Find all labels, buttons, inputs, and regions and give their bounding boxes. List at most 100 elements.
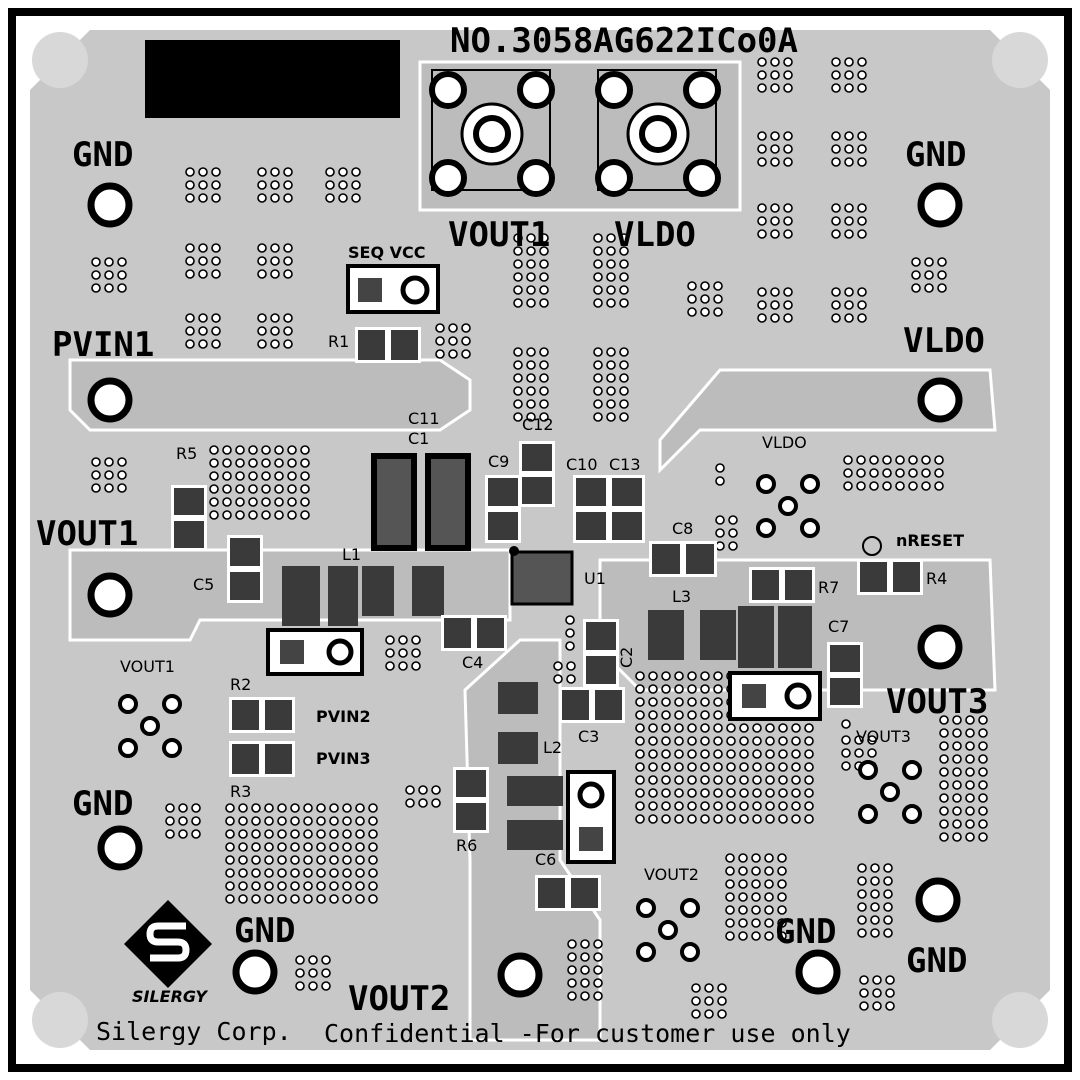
via	[869, 481, 879, 491]
pad-vout1[interactable]	[87, 572, 133, 618]
capacitor-c9[interactable]	[485, 475, 521, 543]
via	[791, 762, 801, 772]
via	[513, 259, 523, 269]
via	[238, 816, 248, 826]
sma-connector-vldo[interactable]	[595, 69, 721, 197]
via	[700, 749, 710, 759]
tp-label-vout2: VOUT2	[644, 865, 699, 884]
via	[165, 803, 175, 813]
capacitor-c4[interactable]	[441, 615, 507, 651]
via	[952, 754, 962, 764]
via	[728, 528, 738, 538]
tp-vout3[interactable]	[858, 760, 922, 824]
via	[841, 761, 851, 771]
via	[713, 788, 723, 798]
resistor-r1[interactable]	[355, 327, 421, 363]
via	[274, 445, 284, 455]
via	[939, 741, 949, 751]
refdes-c13: C13	[609, 455, 641, 474]
resistor-r4[interactable]	[857, 559, 923, 595]
via	[952, 715, 962, 725]
via	[924, 257, 934, 267]
resistor-r6[interactable]	[453, 767, 489, 833]
via	[290, 868, 300, 878]
via	[257, 313, 267, 323]
via	[257, 243, 267, 253]
via	[783, 229, 793, 239]
refdes-r5: R5	[176, 444, 197, 463]
via	[674, 762, 684, 772]
via	[303, 868, 313, 878]
pad-gnd-top-right[interactable]	[917, 182, 963, 228]
resistor-r7[interactable]	[749, 567, 815, 603]
jumper-vout1[interactable]	[266, 628, 364, 676]
via	[831, 287, 841, 297]
via	[513, 386, 523, 396]
capacitor-c10[interactable]	[573, 475, 609, 543]
via	[751, 866, 761, 876]
via	[257, 269, 267, 279]
label-gnd-top-left: GND	[72, 135, 133, 175]
capacitor-c8[interactable]	[649, 541, 717, 577]
capacitor-c3[interactable]	[559, 687, 625, 723]
capacitor-c7[interactable]	[827, 642, 863, 708]
tp-vout2[interactable]	[636, 898, 700, 962]
nreset-testpad[interactable]	[862, 536, 882, 556]
pad-gnd-bottom-right[interactable]	[915, 877, 961, 923]
resistor-r3[interactable]	[229, 741, 295, 777]
via	[351, 193, 361, 203]
pad-gnd-bottom-left[interactable]	[232, 949, 278, 995]
label-pvin2: PVIN2	[316, 707, 371, 726]
via	[648, 697, 658, 707]
pad-gnd-top-left[interactable]	[87, 182, 133, 228]
via	[185, 313, 195, 323]
via	[757, 144, 767, 154]
via	[435, 323, 445, 333]
via	[738, 879, 748, 889]
via	[222, 497, 232, 507]
via	[937, 283, 947, 293]
via	[342, 855, 352, 865]
pad-vldo[interactable]	[917, 377, 963, 423]
capacitor-c12[interactable]	[519, 441, 555, 507]
capacitor-c13[interactable]	[609, 475, 645, 543]
ic-u1[interactable]	[509, 546, 574, 606]
inductor-l2-pad	[507, 820, 563, 850]
via	[844, 287, 854, 297]
via	[117, 257, 127, 267]
via	[178, 829, 188, 839]
via	[751, 853, 761, 863]
resistor-r5[interactable]	[171, 485, 207, 551]
sma-connector-vout1[interactable]	[429, 69, 555, 197]
via	[952, 741, 962, 751]
via	[661, 684, 671, 694]
pad-gnd-bottom-mid[interactable]	[795, 949, 841, 995]
resistor-r2[interactable]	[229, 697, 295, 733]
via	[257, 256, 267, 266]
via	[726, 775, 736, 785]
via	[117, 457, 127, 467]
tp-vout1[interactable]	[118, 694, 182, 758]
pad-vout2[interactable]	[497, 952, 543, 998]
seq-vcc-header[interactable]	[346, 264, 440, 314]
tp-label-vout1: VOUT1	[120, 657, 175, 676]
via	[619, 298, 629, 308]
capacitor-c2[interactable]	[583, 619, 619, 687]
capacitor-c5[interactable]	[227, 535, 263, 603]
via	[778, 762, 788, 772]
via	[198, 339, 208, 349]
jumper-vout2[interactable]	[566, 770, 616, 864]
pad-gnd-left[interactable]	[97, 825, 143, 871]
tp-vldo[interactable]	[756, 474, 820, 538]
pad-pvin1[interactable]	[87, 377, 133, 423]
via	[635, 775, 645, 785]
via	[117, 270, 127, 280]
pad-vout3[interactable]	[917, 624, 963, 670]
capacitor-c6[interactable]	[535, 875, 601, 911]
via	[661, 775, 671, 785]
inductor-l3-pad	[778, 606, 812, 668]
jumper-vout3[interactable]	[728, 671, 822, 721]
via	[274, 510, 284, 520]
via	[978, 806, 988, 816]
